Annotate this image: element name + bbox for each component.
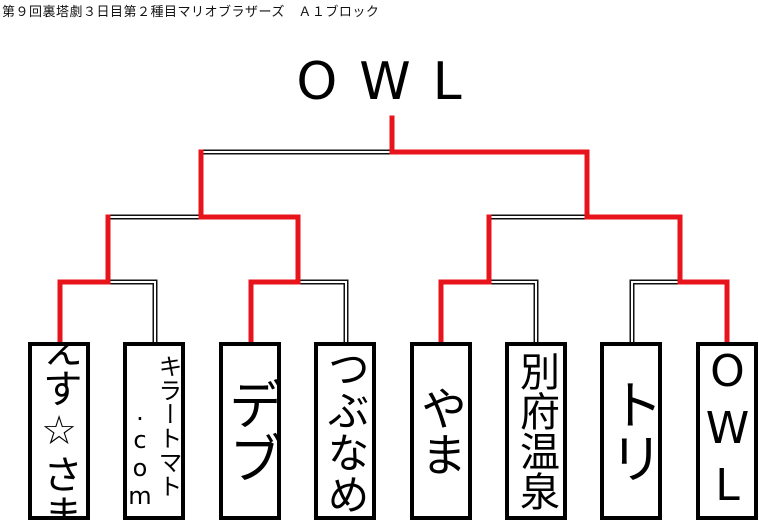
- player-name: やま: [414, 385, 468, 477]
- player-name: デブ: [219, 377, 281, 485]
- player-name: トリ: [600, 377, 662, 485]
- lose-line-r1-p3: [486, 279, 539, 345]
- bracket-title: 第９回裏塔劇３日目第２種目マリオブラザーズ Ａ１ブロック: [2, 5, 380, 20]
- player-box-2: キラートマト .com: [123, 342, 185, 520]
- player-box-8: OWL: [696, 342, 758, 520]
- win-lines: [57, 115, 730, 345]
- player-name-suffix: .com: [126, 398, 154, 510]
- win-line-yama: [438, 214, 492, 345]
- win-line-debu: [198, 149, 301, 345]
- player-box-4: つぶなめ: [314, 342, 376, 520]
- lose-line-r1-p4: [629, 279, 683, 345]
- player-box-5: やま: [410, 342, 472, 520]
- champion-name: OWL: [296, 52, 484, 112]
- player-name: OWL: [702, 345, 753, 517]
- player-box-1: えす☆さま: [28, 342, 90, 520]
- lose-lines: [105, 149, 683, 345]
- player-name: キラートマト: [154, 354, 182, 498]
- lose-line-r1-p2: [295, 279, 349, 345]
- player-name: 別府温泉: [513, 351, 559, 511]
- player-box-6: 別府温泉: [505, 342, 567, 520]
- player-name: つぶなめ: [321, 347, 370, 515]
- win-line-esusama: [57, 214, 111, 345]
- player-box-7: トリ: [600, 342, 662, 520]
- player-box-3: デブ: [219, 342, 281, 520]
- lose-line-r1-p1: [105, 279, 158, 345]
- player-name: えす☆さま: [36, 342, 82, 520]
- win-line-owl: [389, 115, 730, 345]
